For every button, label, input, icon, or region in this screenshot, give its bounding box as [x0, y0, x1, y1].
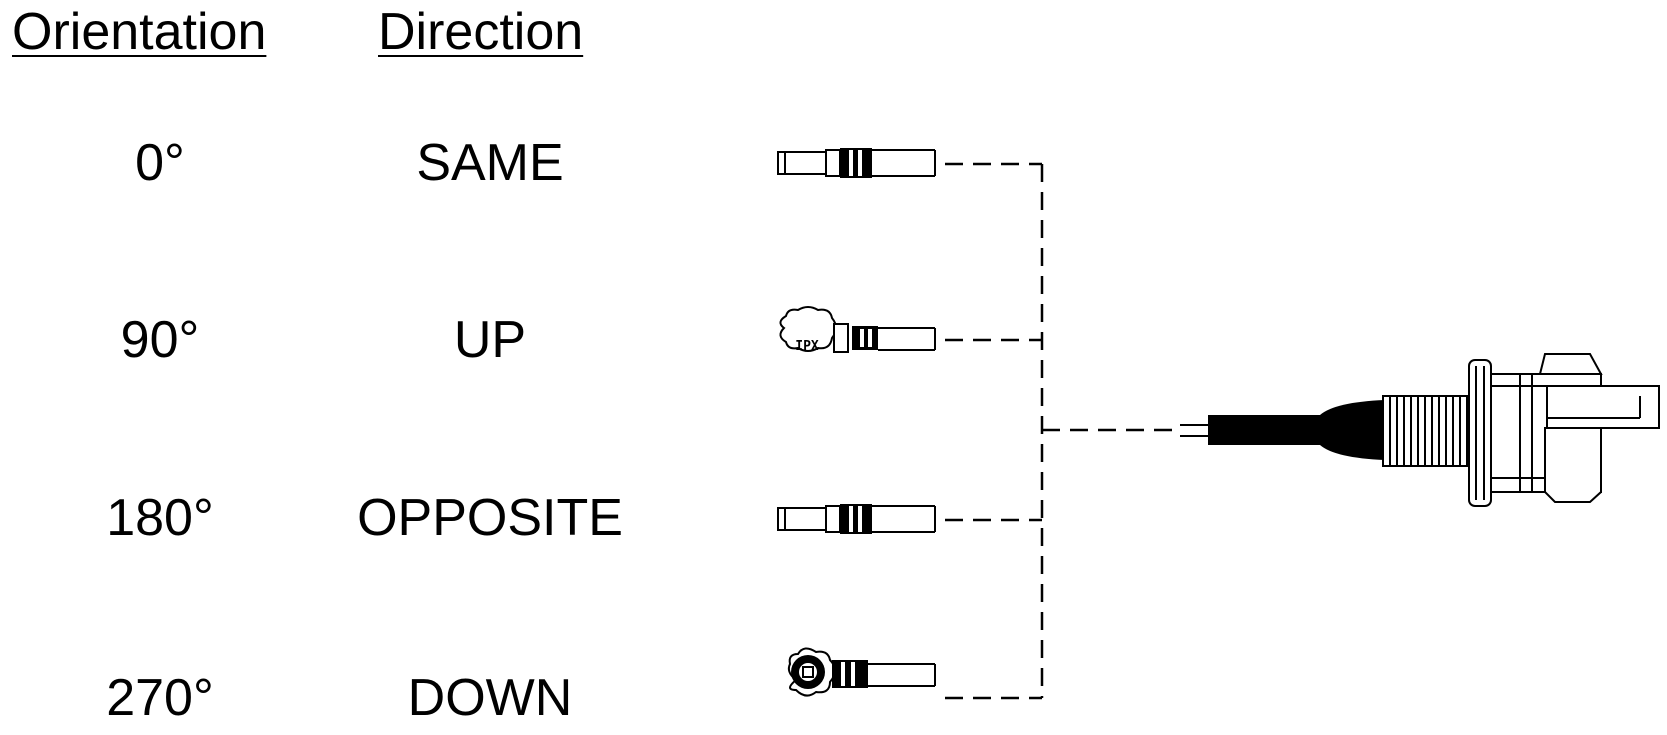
cable-wire-ends: [1180, 424, 1210, 437]
orientation-value-1: 90°: [120, 311, 200, 369]
connector-ipx-marking: IPX: [795, 339, 819, 354]
connector-straight-same: [777, 148, 936, 178]
orientation-value-2: 180°: [106, 489, 214, 547]
direction-value-1: UP: [453, 311, 527, 369]
dashed-harness-lines: [945, 162, 1175, 700]
direction-value-0: SAME: [416, 134, 564, 192]
threaded-bulkhead: [1382, 395, 1472, 467]
direction-header: Direction: [378, 3, 584, 61]
orientation-value-0: 0°: [135, 134, 185, 192]
receptacle-housing: [1490, 353, 1660, 503]
connector-straight-opposite: [777, 504, 936, 534]
direction-value-3: DOWN: [407, 669, 573, 727]
direction-value-2: OPPOSITE: [357, 489, 623, 547]
connector-right-angle-down: [787, 647, 936, 697]
orientation-value-3: 270°: [106, 669, 214, 727]
mounting-flange: [1468, 359, 1492, 507]
orientation-header: Orientation: [12, 3, 267, 61]
cable-and-strain-relief: [1208, 400, 1385, 460]
connector-right-angle-up: IPX: [779, 306, 936, 354]
